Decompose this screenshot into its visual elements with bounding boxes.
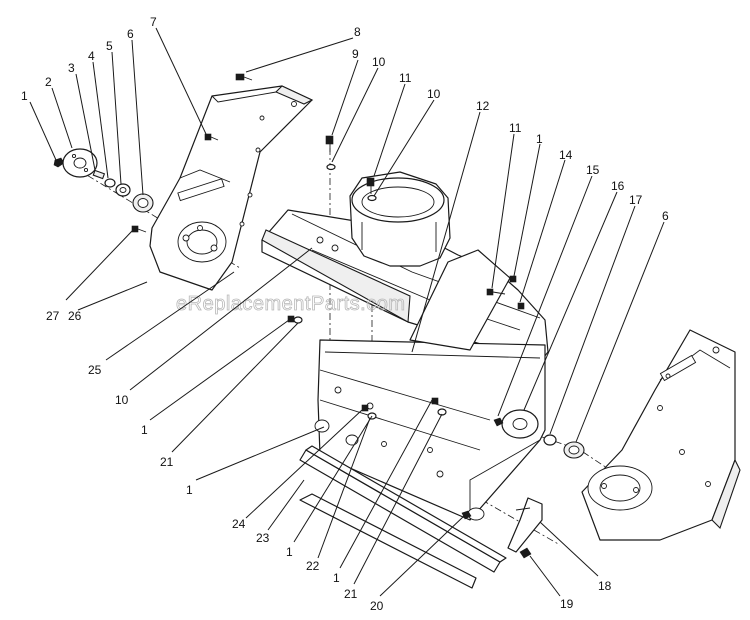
callout-7: 7: [150, 15, 157, 29]
left-bearing-stack: [53, 148, 154, 213]
callout-15: 15: [586, 163, 600, 177]
callout-1: 1: [21, 89, 28, 103]
leader-lines: [29, 27, 665, 597]
callout-23: 23: [256, 531, 270, 545]
callout-20: 20: [370, 599, 384, 613]
callout-19: 19: [560, 597, 574, 611]
callout-17: 17: [629, 193, 643, 207]
callout-6: 6: [127, 27, 134, 41]
callout-11b: 11: [509, 121, 522, 135]
callout-6b: 6: [662, 209, 669, 223]
discharge-chute: [349, 171, 511, 351]
callout-18: 18: [598, 579, 612, 593]
callout-2: 2: [45, 75, 52, 89]
callout-21b: 21: [344, 587, 358, 601]
fasteners-top-left: [131, 73, 253, 233]
callout-25: 25: [88, 363, 102, 377]
callout-24: 24: [232, 517, 246, 531]
callout-9: 9: [352, 47, 359, 61]
callout-10c: 10: [115, 393, 129, 407]
callout-1b: 1: [536, 132, 543, 146]
callout-26: 26: [68, 309, 82, 323]
callout-22: 22: [306, 559, 320, 573]
callout-5: 5: [106, 39, 113, 53]
left-side-plate: [149, 85, 314, 291]
callout-16: 16: [611, 179, 625, 193]
callout-10b: 10: [427, 87, 441, 101]
right-side-plate: [581, 329, 741, 541]
callout-14: 14: [559, 148, 573, 162]
callout-3: 3: [68, 61, 75, 75]
callout-4: 4: [88, 49, 95, 63]
scraper-bar: [299, 419, 507, 589]
callout-10: 10: [372, 55, 386, 69]
watermark-text: eReplacementParts.com: [176, 293, 405, 315]
right-bearing-stack: [493, 409, 585, 459]
callout-1c: 1: [141, 423, 148, 437]
callout-12: 12: [476, 99, 490, 113]
callout-1f: 1: [333, 571, 340, 585]
callout-8: 8: [354, 25, 361, 39]
callout-1e: 1: [286, 545, 293, 559]
callout-1d: 1: [186, 483, 193, 497]
callout-21: 21: [160, 455, 174, 469]
callout-27: 27: [46, 309, 60, 323]
skid-shoe: [507, 497, 543, 559]
fasteners-middle: [287, 135, 525, 420]
callout-11: 11: [399, 71, 412, 85]
callouts: 1 2 3 4 5 6 7 8 9 10 11 10 12 11 1 14 15…: [21, 15, 669, 613]
